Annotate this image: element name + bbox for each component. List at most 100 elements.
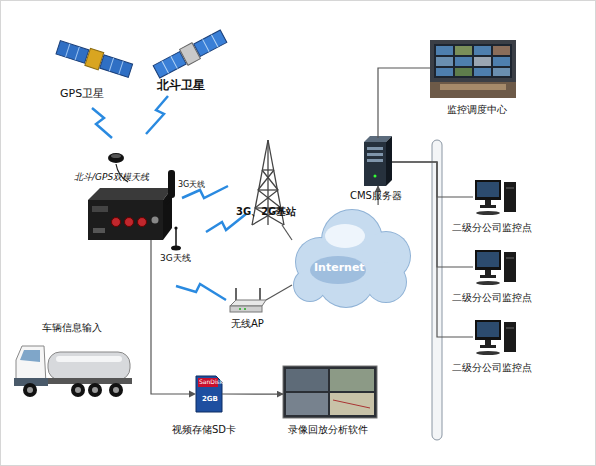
node-label: 录像回放分析软件: [288, 424, 368, 435]
monitor-workstation-part-part: [506, 188, 514, 189]
tanker-truck-part: [56, 356, 122, 362]
network-link: [266, 285, 292, 300]
brand-text: SanDisk: [199, 379, 223, 385]
network-link: [282, 225, 292, 240]
3g-antenna-part: [174, 226, 177, 229]
monitoring-center-part-part: [436, 68, 453, 76]
node-label: 车辆信息输入: [42, 322, 102, 333]
monitoring-center-part-part: [474, 57, 491, 66]
gps-satellite-part: [100, 55, 133, 78]
monitor-workstation-part-part: [475, 250, 501, 270]
gps-satellite-part: [119, 61, 123, 74]
cms-server-part: [386, 136, 392, 186]
node-label: 3G、2G基站: [236, 206, 296, 217]
monitoring-center-part-part: [436, 57, 453, 66]
3g-antenna-part: [175, 228, 177, 246]
monitor-workstation-part-part: [480, 275, 496, 278]
monitoring-center-part-part: [474, 68, 491, 76]
tanker-truck-part-part: [27, 387, 33, 393]
beidou-satellite-part: [194, 30, 227, 56]
gps-satellite-part: [56, 41, 89, 64]
network-link: [378, 68, 430, 138]
software-node: 录像回放分析软件: [283, 366, 377, 418]
access-point-node: 无线AP: [230, 288, 266, 312]
gps-satellite-part: [66, 44, 70, 57]
monitoring-center-part-part: [436, 46, 453, 55]
vehicle-dvr-part: [138, 218, 147, 227]
vehicle-node: 车辆信息输入: [14, 340, 132, 396]
wireless-ap-part: [239, 308, 241, 310]
monitor-workstation-part-part: [504, 322, 516, 352]
node-label: GPS卫星: [60, 88, 104, 100]
vehicle-dvr-part: [152, 217, 159, 224]
gps-satellite-part: [109, 58, 113, 71]
playback-software-part: [330, 369, 374, 391]
node-label: 3G天线: [160, 254, 191, 264]
monitor-workstation-part-part: [506, 258, 514, 259]
wireless-signal-part: [176, 284, 226, 300]
tanker-truck: [14, 346, 132, 397]
internet-cloud-part: [310, 256, 366, 284]
cms-server-part: [367, 147, 383, 150]
network-link: [392, 162, 473, 267]
monitoring-center-part: [434, 44, 512, 78]
gps-satellite: [55, 39, 133, 80]
tanker-truck-part: [44, 378, 132, 384]
capacity-text: 2GB: [202, 396, 218, 403]
gps-satellite-part: [75, 47, 79, 60]
node-label: 二级分公司监控点: [452, 292, 532, 303]
vehicle-dvr-part: [88, 200, 163, 240]
monitoring-center-part: [430, 40, 516, 98]
monitor-workstation-part: [475, 320, 516, 355]
monitoring-center-part: [430, 82, 516, 98]
monitor-workstation-part-part: [477, 182, 499, 197]
antenna-node: 3G天线: [171, 226, 181, 252]
internet-cloud-part: [294, 210, 410, 307]
server-node: CMS服务器: [364, 138, 392, 186]
vehicle-dvr-part: [125, 218, 134, 227]
base-station-tower-part: [258, 189, 278, 190]
monitor-workstation-part-part: [475, 320, 501, 340]
wireless-signal-part: [92, 108, 112, 138]
monitor-workstation: [475, 180, 516, 355]
tanker-truck-part-part: [113, 387, 119, 393]
vehicle-dvr-part: [93, 228, 105, 233]
video-wire-part: [189, 391, 196, 398]
base-station-tower-part: [262, 169, 274, 170]
satellite-node: 北斗卫星: [152, 30, 227, 77]
antenna-node: 3G天线: [166, 168, 176, 200]
monitoring-center-part-part: [455, 46, 472, 55]
antenna-node: 北斗/GPS双模天线: [107, 150, 125, 166]
monitor-workstation-part: [475, 250, 516, 285]
monitor-workstation-part-part: [485, 270, 491, 275]
wireless-ap-part: [230, 300, 266, 306]
node-label: 北斗卫星: [157, 79, 205, 92]
node-label: 二级分公司监控点: [452, 222, 532, 233]
network-bus: [432, 140, 442, 440]
node-label: 北斗/GPS双模天线: [74, 173, 149, 183]
vehicle-dvr-part: [88, 188, 172, 200]
tanker-truck-part-part: [109, 383, 123, 397]
vehicle-dvr-part: [112, 218, 121, 227]
3g-antenna-part: [168, 170, 175, 198]
vehicle-dvr: [88, 188, 172, 240]
network-bus-part: [432, 140, 442, 440]
monitoring-center-part-part: [493, 57, 510, 66]
tanker-truck-part-part: [23, 383, 37, 397]
video-wire-part: [151, 240, 192, 394]
monitor-workstation-part-part: [477, 322, 499, 337]
3g-antenna-part: [171, 246, 181, 251]
tanker-truck-part: [23, 383, 123, 397]
tanker-truck-part-part: [71, 383, 85, 397]
wireless-ap-part: [230, 306, 262, 312]
cms-server-part: [367, 159, 383, 162]
vehicle-dvr-part: [92, 206, 108, 212]
monitor-workstation-part-part: [504, 182, 516, 212]
monitoring-center-part-part: [493, 46, 510, 55]
base-station-node: 3G、2G基站: [248, 140, 288, 225]
playback-software-part: [283, 366, 377, 418]
node-label: 无线AP: [231, 318, 264, 329]
